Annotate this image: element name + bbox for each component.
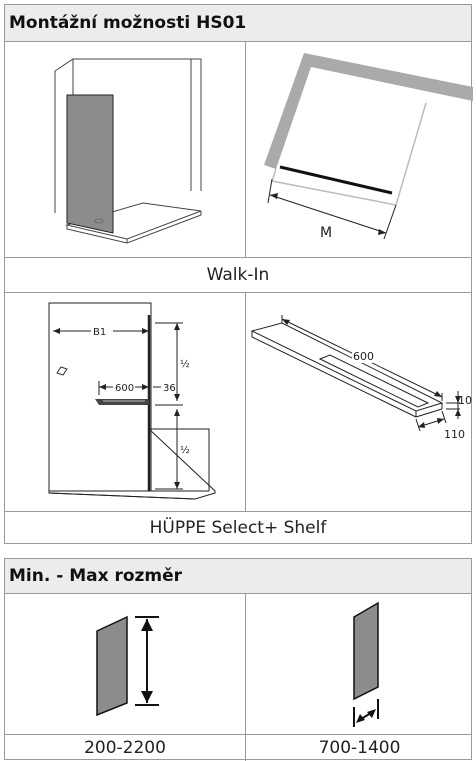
svg-text:600: 600 [115,383,134,394]
dimension-m-label: M [320,225,332,241]
divider [5,257,471,258]
svg-text:36: 36 [163,383,176,394]
divider [5,292,471,293]
divider [245,292,246,511]
svg-text:B1: B1 [93,327,106,338]
walk-in-caption: Walk-In [206,265,270,285]
height-range-value: 200-2200 [84,738,166,758]
svg-text:110: 110 [444,428,465,441]
svg-text:10: 10 [458,394,472,407]
walk-in-perspective-drawing [5,43,245,257]
walk-in-top-view-drawing: M [246,43,473,257]
mounting-options-table: Montážní možnosti HS01 [4,4,473,544]
width-range-drawing [246,595,473,734]
shelf-front-view-drawing: B1 600 36 ½ ½ [5,293,245,511]
svg-text:½: ½ [180,358,190,370]
divider [245,594,246,761]
divider [5,511,471,512]
height-range-drawing [5,595,245,734]
divider [5,734,471,735]
min-max-size-table: Min. - Max rozměr 200-2200 700-1400 [4,558,473,761]
svg-text:600: 600 [353,350,374,363]
min-max-size-title: Min. - Max rozměr [5,559,471,594]
mounting-options-title: Montážní možnosti HS01 [5,5,471,42]
shelf-caption: HÜPPE Select+ Shelf [149,518,327,538]
width-range-value: 700-1400 [318,738,401,758]
shelf-3d-drawing: 600 10 110 [246,293,473,511]
divider [245,42,246,257]
svg-text:½: ½ [180,444,190,456]
